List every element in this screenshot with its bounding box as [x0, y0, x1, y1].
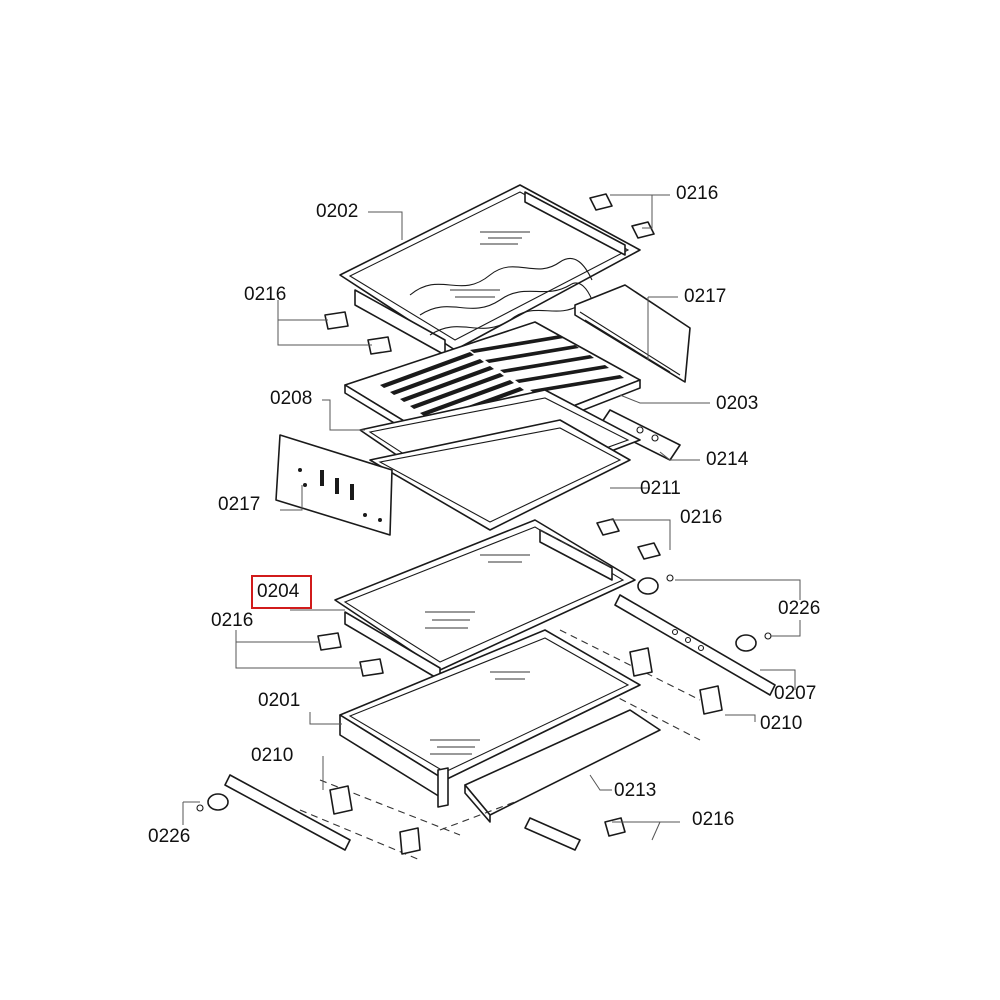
label-0216-upper-left[interactable]: 0216 [244, 284, 287, 305]
label-0226-right[interactable]: 0226 [778, 598, 821, 619]
part-0201-drawer-drawing [339, 629, 641, 808]
leader-lines [182, 194, 801, 841]
label-0217-left[interactable]: 0217 [218, 494, 261, 515]
part-0213-lower-drawer-drawing [464, 709, 661, 823]
part-0216-clips-upper-left-drawing [324, 311, 392, 355]
label-0208[interactable]: 0208 [270, 388, 313, 409]
part-0216-clips-mid-right-drawing [596, 518, 661, 560]
part-0217-left-panel-drawing [275, 434, 393, 536]
part-0204-glass-shelf-drawing [334, 519, 636, 681]
label-0210-left[interactable]: 0210 [251, 745, 294, 766]
label-0216-mid-left[interactable]: 0216 [211, 610, 254, 631]
label-0207[interactable]: 0207 [774, 683, 817, 704]
label-0226-left[interactable]: 0226 [148, 826, 191, 847]
label-0202[interactable]: 0202 [316, 201, 359, 222]
label-0204[interactable]: 0204 [257, 581, 300, 602]
label-0203[interactable]: 0203 [716, 393, 759, 414]
label-0201[interactable]: 0201 [258, 690, 301, 711]
part-bottom-left-drawing [196, 774, 626, 861]
label-0217-right[interactable]: 0217 [684, 286, 727, 307]
label-0214[interactable]: 0214 [706, 449, 749, 470]
part-0226-knobs-right-drawing [637, 574, 772, 652]
part-0216-clips-top-drawing [589, 193, 655, 239]
part-0211-tray-drawing [359, 389, 641, 531]
highlight-box-0204 [251, 575, 312, 609]
label-0216-mid-right[interactable]: 0216 [680, 507, 723, 528]
part-0216-clips-mid-left-drawing [317, 632, 384, 677]
label-0210-right[interactable]: 0210 [760, 713, 803, 734]
part-0207-rail-right-drawing [614, 594, 776, 696]
part-0217-right-panel-drawing [574, 284, 691, 383]
label-0216-top-right[interactable]: 0216 [676, 183, 719, 204]
label-0211[interactable]: 0211 [640, 478, 681, 499]
label-0213[interactable]: 0213 [614, 780, 657, 801]
part-0202-shelf-drawing [339, 184, 641, 356]
label-0216-bottom-right[interactable]: 0216 [692, 809, 735, 830]
